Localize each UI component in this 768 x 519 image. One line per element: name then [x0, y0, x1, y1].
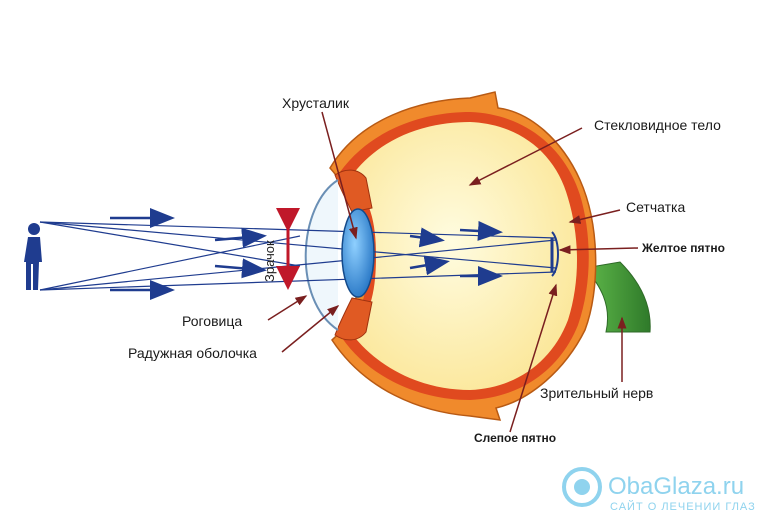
- pupil-label: Зрачок: [262, 240, 277, 282]
- vitreous-body-shape: [350, 122, 577, 390]
- lens-shape: [342, 209, 374, 297]
- vitreous-label: Стекловидное тело: [594, 117, 721, 133]
- watermark-tagline: САЙТ О ЛЕЧЕНИИ ГЛАЗ: [610, 500, 756, 513]
- lens-label: Хрусталик: [282, 95, 350, 111]
- iris-label: Радужная оболочка: [128, 345, 257, 361]
- retina-label: Сетчатка: [626, 199, 685, 215]
- cornea-label: Роговица: [182, 313, 242, 329]
- watermark-brand: ObaGlaza.ru: [608, 473, 744, 500]
- macula-label: Желтое пятно: [641, 241, 725, 255]
- optic-nerve-label: Зрительный нерв: [540, 385, 653, 401]
- blind-spot-label: Слепое пятно: [474, 431, 556, 445]
- person-figure: [24, 223, 42, 290]
- cornea-shape: [306, 180, 338, 330]
- watermark: ObaGlaza.ru САЙТ О ЛЕЧЕНИИ ГЛАЗ: [564, 469, 756, 513]
